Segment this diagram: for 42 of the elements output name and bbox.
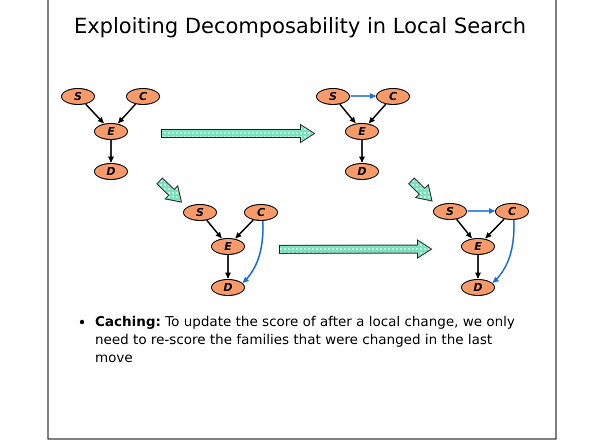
arrow [85,104,104,124]
slide-title: Exploiting Decomposability in Local Search [72,13,528,40]
variable-node: S [61,88,95,105]
arrow [108,140,114,163]
arrow [235,220,254,238]
variable-node: S [183,204,217,221]
network-drawing [314,86,412,181]
variable-node: S [433,203,467,220]
arrow [350,93,376,99]
arrow [242,220,264,284]
block-arrow [279,239,432,260]
arrow [206,220,222,238]
variable-node: C [376,88,410,105]
network-drawing [60,86,162,181]
arrow [475,255,481,279]
arrow [368,104,386,124]
block-arrow [156,177,182,203]
variable-node: S [316,88,350,105]
variable-node: C [495,203,529,220]
network-drawing [182,202,280,297]
block-arrow [161,124,316,144]
variable-node: E [345,123,379,140]
bullet-text: Caching: To update the score of after a local change, we only need to re-score the families that were changed in the last move [95,313,515,367]
arrow [359,140,365,163]
variable-node: E [211,238,245,255]
variable-node: E [461,238,495,255]
arrow [225,255,231,279]
variable-node: D [211,279,245,296]
variable-node: E [94,123,128,140]
arrow [456,218,472,238]
variable-node: C [244,204,278,221]
arrow [339,104,356,124]
variable-node: C [126,88,160,105]
variable-node: D [461,279,495,296]
variable-node: D [345,163,379,180]
network-drawing [432,201,530,297]
arrow [118,104,136,124]
arrow [468,208,496,214]
arrow [492,220,515,284]
block-arrow [408,177,433,202]
arrow [485,218,505,238]
variable-node: D [94,163,128,180]
